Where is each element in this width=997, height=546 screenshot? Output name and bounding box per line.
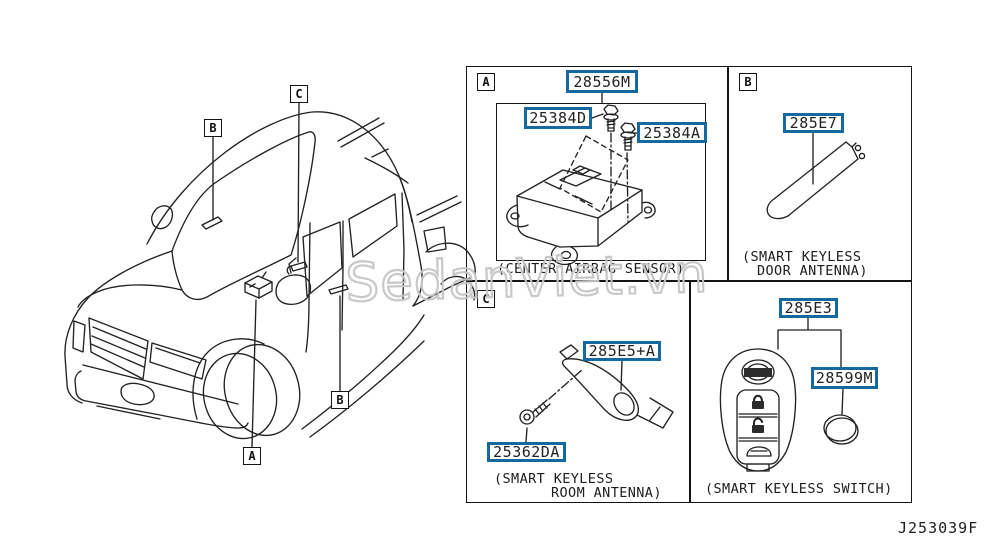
panel-c-letter: C [477, 290, 495, 308]
panel-c-caption-line2: ROOM ANTENNA) [551, 485, 662, 501]
callout-letter: C [295, 87, 303, 101]
airbag-sensor-drawing [506, 92, 656, 266]
panel-c-caption-line1: (SMART KEYLESS [494, 471, 614, 487]
panel-a-frame [466, 66, 728, 281]
part-link-285E5A[interactable]: 285E5+A [583, 341, 661, 361]
panel-a-letter: A [477, 73, 495, 91]
vehicle-callout-lines [212, 102, 341, 448]
part-link-28599M[interactable]: 28599M [811, 367, 878, 389]
callout-letter: A [482, 75, 490, 89]
part-link-285E7[interactable]: 285E7 [783, 113, 844, 133]
callout-letter: C [482, 292, 490, 306]
part-link-25362DA[interactable]: 25362DA [487, 442, 566, 462]
callout-letter: B [209, 121, 217, 135]
room-antenna-drawing [519, 344, 674, 443]
panel-a-inner-frame [496, 103, 706, 261]
part-link-28556M[interactable]: 28556M [566, 70, 638, 93]
part-link-285E3[interactable]: 285E3 [779, 298, 838, 318]
panel-c-frame [466, 281, 690, 503]
part-link-25384D[interactable]: 25384D [524, 107, 592, 129]
panel-b-caption-line1: (SMART KEYLESS [742, 249, 862, 265]
part-link-25384A[interactable]: 25384A [637, 122, 707, 143]
vehicle-callout-b-door: B [331, 391, 349, 409]
vehicle-drawing [64, 111, 476, 440]
panel-d-frame [690, 281, 912, 503]
panel-b-caption-line2: DOOR ANTENNA) [757, 263, 868, 279]
callout-letter: A [248, 449, 256, 463]
panel-b-frame [728, 66, 912, 281]
vehicle-callout-b-top: B [204, 119, 222, 137]
vehicle-callout-c: C [290, 85, 308, 103]
keyless-switch-drawing [719, 317, 859, 472]
vehicle-callout-a: A [243, 447, 261, 465]
callout-letter: B [336, 393, 344, 407]
panel-a-caption: (CENTER AIRBAG SENSOR) [497, 261, 685, 277]
diagram-code: J253039F [898, 519, 979, 537]
panel-b-letter: B [739, 73, 757, 91]
panel-d-caption: (SMART KEYLESS SWITCH) [705, 481, 893, 497]
door-antenna-drawing [766, 132, 866, 220]
callout-letter: B [744, 75, 752, 89]
